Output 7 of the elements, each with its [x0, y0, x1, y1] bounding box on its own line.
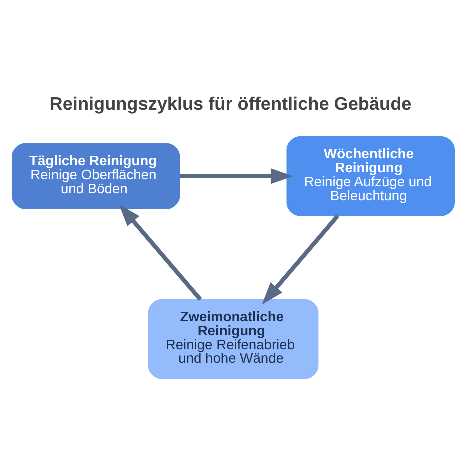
- node-box: Tägliche Reinigung Reinige Oberflächen und Böden: [12, 143, 180, 210]
- node-box: Wöchentliche Reinigung Reinige Aufzüge und Beleuchtung: [286, 136, 456, 216]
- diagram-title: Reinigungszyklus für öffentliche Gebäude: [50, 94, 412, 114]
- node-box: Zweimonatliche Reinigung Reinige Reifenabrieb und hohe Wände: [148, 299, 319, 380]
- arrow: [119, 204, 202, 302]
- arrow: [262, 214, 340, 305]
- arrow: [180, 168, 294, 184]
